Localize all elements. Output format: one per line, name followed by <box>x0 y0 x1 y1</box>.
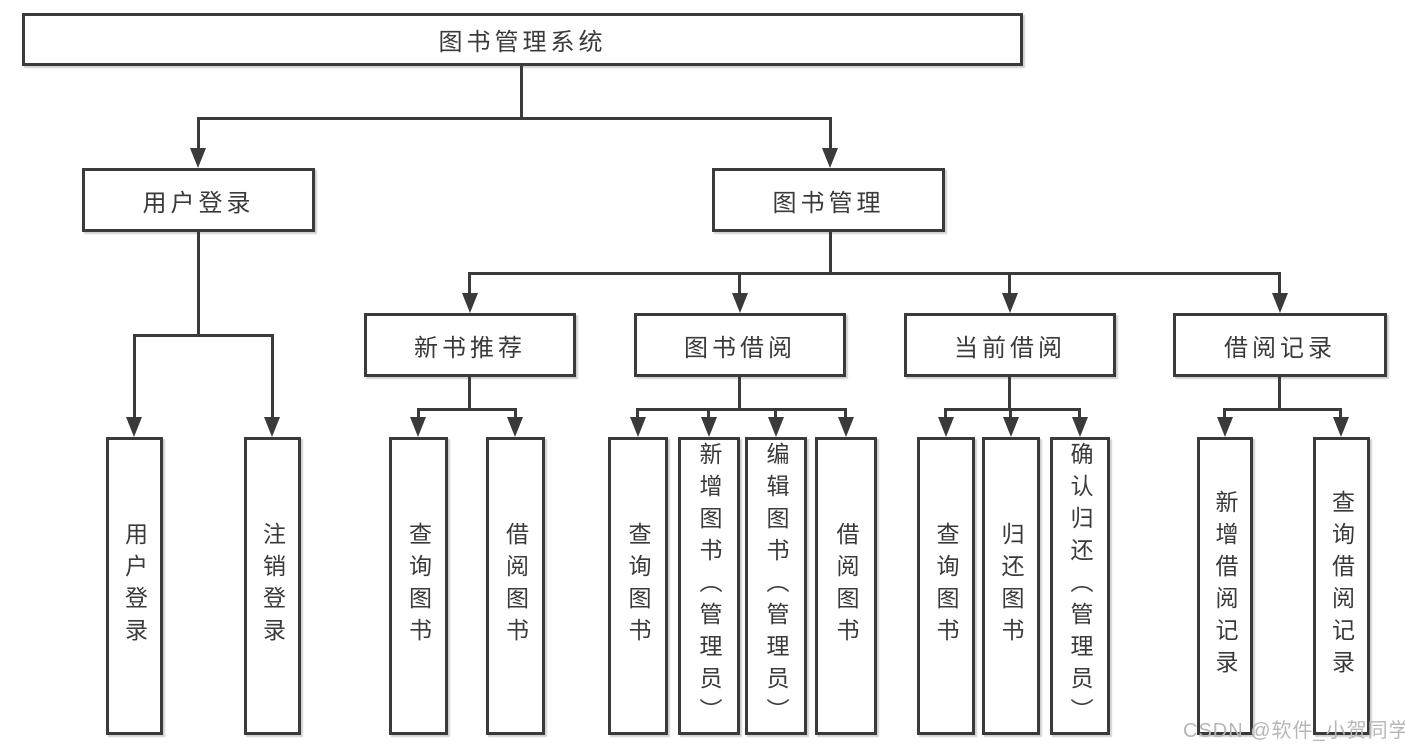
section-node-new-book-recommend: 新书推荐 <box>364 313 576 377</box>
leaf-node-label: 注销登录 <box>259 522 286 650</box>
section-node-label: 新书推荐 <box>414 334 526 362</box>
leaf-node-query-books: 查询图书 <box>389 437 448 735</box>
section-node-label: 图书借阅 <box>684 334 796 362</box>
watermark: CSDN @软件_小贺同学 <box>1183 720 1405 742</box>
connector-drop <box>636 408 639 420</box>
branch-node-label: 用户登录 <box>142 189 255 217</box>
connector-drop <box>468 272 471 295</box>
connector-section-stem <box>1278 375 1281 411</box>
connector-drop-book-mgmt <box>829 117 832 150</box>
arrow-down-icon <box>1333 417 1349 437</box>
leaf-node-label: 编辑图书（管理员） <box>763 442 789 730</box>
leaf-node-add-books-admin: 新增图书（管理员） <box>678 437 740 735</box>
connector-drop-user-login <box>197 117 200 150</box>
connector-user-login-stem <box>197 230 200 337</box>
connector-section-split <box>417 408 517 411</box>
connector-section-stem <box>1008 375 1011 411</box>
arrow-down-icon <box>507 417 523 437</box>
section-node-current-borrow: 当前借阅 <box>904 313 1116 377</box>
connector-section-stem <box>468 375 471 411</box>
leaf-node-logout: 注销登录 <box>244 437 301 735</box>
connector-drop <box>738 272 741 295</box>
connector-drop <box>707 408 710 420</box>
leaf-node-return-books: 归还图书 <box>982 437 1040 735</box>
section-node-label: 借阅记录 <box>1224 334 1336 362</box>
connector-drop <box>774 408 777 420</box>
leaf-node-label: 用户登录 <box>121 522 148 650</box>
connector-drop <box>1223 408 1226 420</box>
connector-drop <box>1339 408 1342 420</box>
connector-book-mgmt-split <box>468 272 1281 275</box>
leaf-node-label: 查询图书 <box>405 522 432 650</box>
section-node-book-borrow: 图书借阅 <box>634 313 846 377</box>
arrow-down-icon <box>732 293 748 313</box>
connector-drop <box>1278 272 1281 295</box>
arrow-down-icon <box>462 293 478 313</box>
leaf-node-user-login: 用户登录 <box>106 437 163 735</box>
connector-section-split <box>944 408 1081 411</box>
leaf-node-label: 查询图书 <box>933 522 959 650</box>
arrow-down-icon <box>1217 417 1233 437</box>
branch-node-label: 图书管理 <box>772 189 885 217</box>
leaf-node-label: 新增图书（管理员） <box>696 442 722 730</box>
leaf-node-edit-books-admin: 编辑图书（管理员） <box>745 437 807 735</box>
section-node-borrow-records: 借阅记录 <box>1173 313 1387 377</box>
connector-drop <box>514 408 517 420</box>
connector-drop <box>1008 272 1011 295</box>
arrow-down-icon <box>822 148 838 168</box>
connector-user-login-split <box>133 334 274 337</box>
root-node-library-system: 图书管理系统 <box>22 13 1023 66</box>
leaf-node-label: 归还图书 <box>998 522 1024 650</box>
section-node-label: 当前借阅 <box>954 334 1066 362</box>
connector-drop <box>944 408 947 420</box>
connector-section-stem <box>738 375 741 411</box>
connector-book-mgmt-stem <box>829 230 832 275</box>
arrow-down-icon <box>1002 293 1018 313</box>
connector-drop <box>844 408 847 420</box>
connector-drop <box>133 334 136 420</box>
connector-drop <box>1009 408 1012 420</box>
leaf-node-borrow-books: 借阅图书 <box>486 437 545 735</box>
leaf-node-label: 确认归还（管理员） <box>1067 442 1093 730</box>
leaf-node-label: 借阅图书 <box>502 522 529 650</box>
leaf-node-label: 查询借阅记录 <box>1328 490 1355 682</box>
connector-root-stem <box>520 66 523 120</box>
leaf-node-label: 查询图书 <box>625 522 651 650</box>
leaf-node-confirm-return-admin: 确认归还（管理员） <box>1050 437 1110 735</box>
branch-node-user-login: 用户登录 <box>82 168 315 232</box>
arrow-down-icon <box>410 417 426 437</box>
arrow-down-icon <box>701 417 717 437</box>
connector-section-split <box>1223 408 1342 411</box>
leaf-node-add-borrow-record: 新增借阅记录 <box>1197 437 1253 735</box>
arrow-down-icon <box>264 417 280 437</box>
arrow-down-icon <box>190 148 206 168</box>
arrow-down-icon <box>838 417 854 437</box>
arrow-down-icon <box>768 417 784 437</box>
arrow-down-icon <box>126 417 142 437</box>
connector-drop <box>271 334 274 420</box>
leaf-node-query-books: 查询图书 <box>608 437 668 735</box>
branch-node-book-mgmt: 图书管理 <box>712 168 945 232</box>
arrow-down-icon <box>1072 417 1088 437</box>
connector-section-split <box>636 408 847 411</box>
arrow-down-icon <box>630 417 646 437</box>
connector-root-split <box>197 117 832 120</box>
arrow-down-icon <box>938 417 954 437</box>
leaf-node-query-books: 查询图书 <box>917 437 975 735</box>
leaf-node-query-borrow-record: 查询借阅记录 <box>1313 437 1370 735</box>
leaf-node-label: 新增借阅记录 <box>1212 490 1238 682</box>
connector-drop <box>1078 408 1081 420</box>
leaf-node-label: 借阅图书 <box>833 522 859 650</box>
root-node-label: 图书管理系统 <box>438 29 607 56</box>
arrow-down-icon <box>1003 417 1019 437</box>
connector-drop <box>417 408 420 420</box>
leaf-node-borrow-books: 借阅图书 <box>815 437 877 735</box>
arrow-down-icon <box>1272 293 1288 313</box>
